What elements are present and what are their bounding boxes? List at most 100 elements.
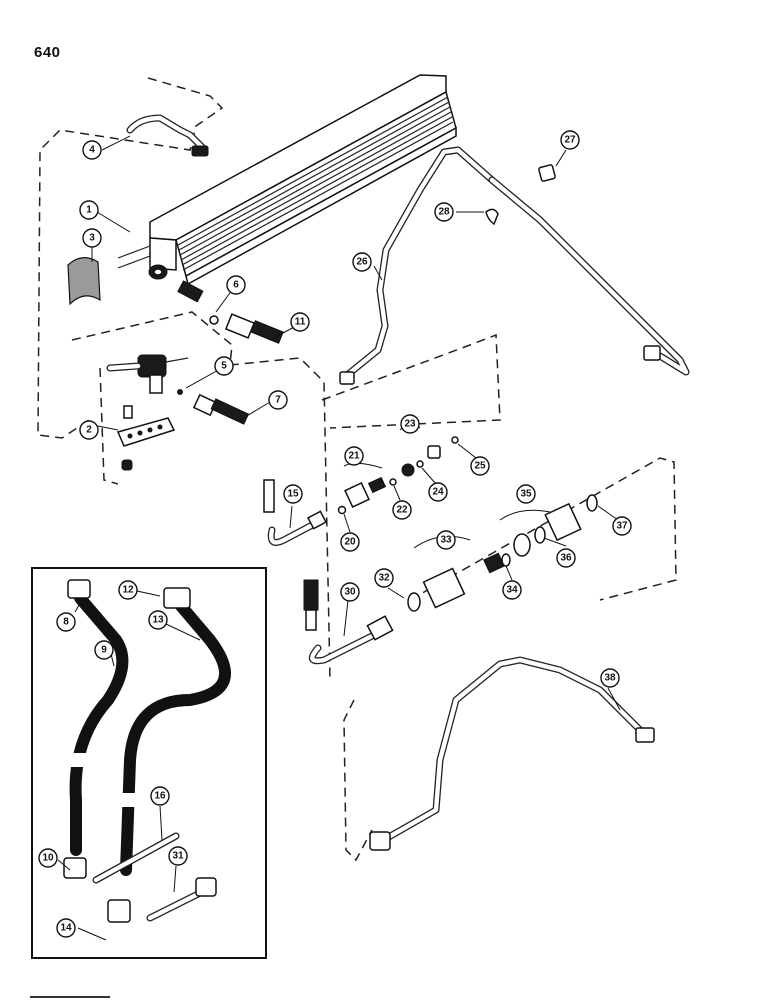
callout-22: 22: [392, 500, 412, 520]
callout-36: 36: [556, 548, 576, 568]
svg-text:4: 4: [89, 145, 95, 156]
svg-text:25: 25: [474, 461, 486, 472]
fitting-35: [513, 502, 582, 557]
svg-text:6: 6: [233, 280, 239, 291]
svg-text:31: 31: [172, 851, 184, 862]
condenser-core: [117, 74, 457, 303]
page-number: 640: [34, 44, 61, 61]
tube-4: [126, 114, 209, 157]
callout-28: 28: [434, 202, 454, 222]
callout-15: 15: [283, 484, 303, 504]
clip-28: [485, 208, 499, 226]
callout-2: 2: [79, 420, 99, 440]
svg-text:14: 14: [60, 923, 72, 934]
callout-32: 32: [374, 568, 394, 588]
callout-23: 23: [400, 414, 420, 434]
clip-27: [538, 164, 556, 182]
hose-9: [62, 579, 129, 879]
fitting-23b: [427, 445, 441, 459]
o-ring-20: [337, 505, 347, 515]
lower-fitting-group-outline: [409, 457, 677, 601]
svg-text:33: 33: [440, 535, 452, 546]
svg-text:27: 27: [564, 135, 576, 146]
condenser-pad: [67, 257, 101, 306]
svg-text:2: 2: [86, 425, 92, 436]
svg-text:10: 10: [42, 853, 54, 864]
fitting-7: [192, 393, 250, 425]
tube-31: [146, 877, 217, 922]
svg-text:32: 32: [378, 573, 390, 584]
svg-text:16: 16: [154, 791, 166, 802]
callout-27: 27: [560, 130, 580, 150]
o-ring-32: [407, 592, 421, 612]
callout-38: 38: [600, 668, 620, 688]
callout-34: 34: [502, 580, 522, 600]
svg-text:37: 37: [616, 521, 628, 532]
callout-3: 3: [82, 228, 102, 248]
svg-text:3: 3: [89, 233, 95, 244]
callout-7: 7: [268, 390, 288, 410]
condenser-fins: [177, 96, 454, 271]
svg-text:26: 26: [356, 257, 368, 268]
svg-text:30: 30: [344, 587, 356, 598]
svg-text:22: 22: [396, 505, 408, 516]
o-ring-22: [389, 478, 397, 486]
callout-16: 16: [150, 786, 170, 806]
callout-8: 8: [56, 612, 76, 632]
bracket-group-outline: [99, 367, 119, 485]
o-ring-25: [451, 436, 459, 444]
callout-11: 11: [290, 312, 310, 332]
svg-text:23: 23: [404, 419, 416, 430]
callout-24: 24: [428, 482, 448, 502]
svg-text:21: 21: [348, 451, 360, 462]
tube-15: [263, 479, 328, 546]
callout-5: 5: [214, 356, 234, 376]
svg-text:12: 12: [122, 585, 134, 596]
callout-31: 31: [168, 846, 188, 866]
callout-1: 1: [79, 200, 99, 220]
callout-30: 30: [340, 582, 360, 602]
callout-9: 9: [94, 640, 114, 660]
svg-text:8: 8: [63, 617, 69, 628]
washer-6: [209, 315, 219, 325]
nut-23a: [401, 463, 415, 477]
callout-35: 35: [516, 484, 536, 504]
fitting-11: [224, 313, 284, 344]
callout-12: 12: [118, 580, 138, 600]
o-ring-24: [416, 460, 424, 468]
svg-text:20: 20: [344, 537, 356, 548]
hose-inset-box: [31, 567, 267, 959]
svg-text:34: 34: [506, 585, 518, 596]
callout-20: 20: [340, 532, 360, 552]
svg-text:9: 9: [101, 645, 107, 656]
expansion-valve: [106, 354, 189, 394]
svg-text:1: 1: [86, 205, 92, 216]
svg-text:35: 35: [520, 489, 532, 500]
svg-text:36: 36: [560, 553, 572, 564]
callout-4: 4: [82, 140, 102, 160]
svg-text:28: 28: [438, 207, 450, 218]
fitting-21: [344, 476, 387, 508]
condenser-group-outline: [37, 77, 224, 439]
fitting-group-outline: [321, 333, 501, 429]
tube-30: [303, 579, 394, 665]
callout-33: 33: [436, 530, 456, 550]
callout-14: 14: [56, 918, 76, 938]
fitting-33: [422, 552, 505, 609]
tube-16: [92, 832, 180, 884]
svg-text:11: 11: [295, 317, 306, 328]
svg-text:7: 7: [275, 395, 281, 406]
callout-26: 26: [352, 252, 372, 272]
tube-38: [369, 656, 655, 851]
pipe-group-outline: [343, 699, 373, 862]
o-ring-37: [586, 494, 598, 512]
hose-13: [107, 587, 231, 923]
svg-text:24: 24: [432, 487, 444, 498]
svg-text:5: 5: [221, 361, 227, 372]
callout-13: 13: [148, 610, 168, 630]
svg-text:13: 13: [152, 615, 164, 626]
valve-bracket: [116, 405, 176, 471]
callout-10: 10: [38, 848, 58, 868]
o-ring-5: [177, 389, 183, 395]
